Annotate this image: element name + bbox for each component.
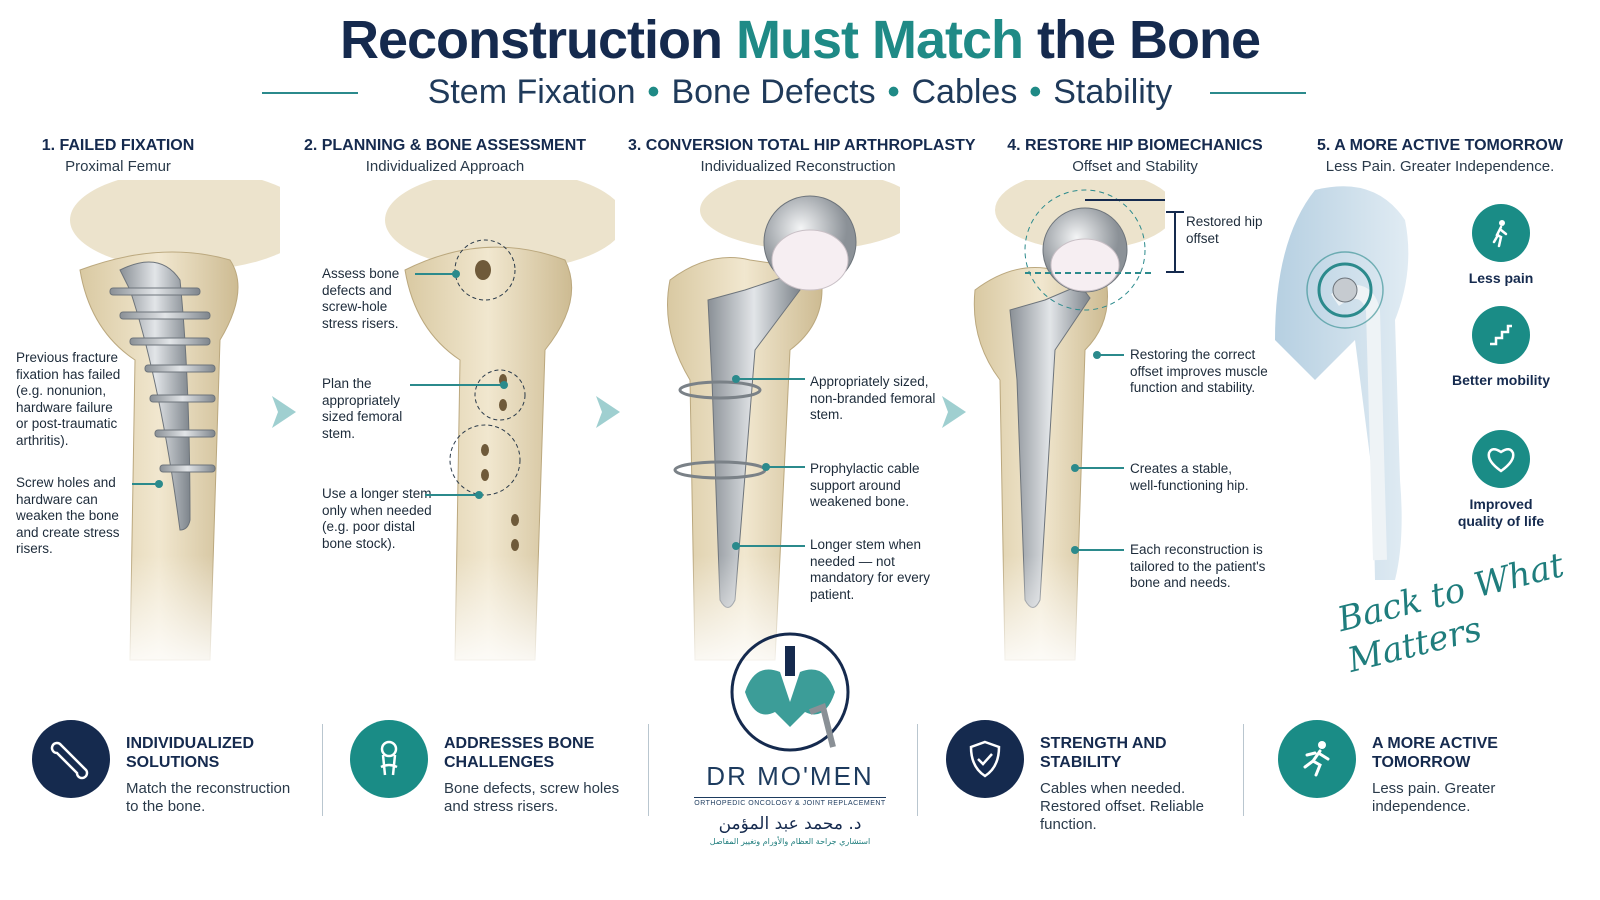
subtitle-item: Stability	[1053, 73, 1173, 111]
step-5-heading: 5. A MORE ACTIVE TOMORROW Less Pain. Gre…	[1300, 137, 1580, 175]
page-title: Reconstruction Must Match the Bone	[0, 8, 1600, 72]
chevron-right-icon	[596, 396, 620, 428]
divider	[322, 724, 323, 816]
annotation-longer-stem: Use a longer stem only when needed (e.g.…	[322, 486, 432, 551]
pointer-line	[732, 375, 805, 383]
annotation-femoral-stem: Appropriately sized, non-branded femoral…	[810, 374, 936, 422]
logo-arabic-name: د. محمد عبد المؤمن	[718, 814, 862, 834]
step-4-heading: 4. RESTORE HIP BIOMECHANICS Offset and S…	[990, 137, 1280, 175]
subtitle-dot: •	[647, 73, 660, 111]
feature-title: STRENGTH AND STABILITY	[1040, 735, 1167, 771]
feature-title: INDIVIDUALIZED SOLUTIONS	[126, 735, 254, 771]
step-subtitle: Individualized Reconstruction	[700, 158, 896, 175]
benefit-quality-of-life: Improved quality of life	[1451, 430, 1551, 530]
benefit-label: Better mobility	[1451, 372, 1550, 388]
bone-icon	[32, 720, 110, 798]
hip-joint-icon	[350, 720, 428, 798]
restored-hip-illustration	[965, 180, 1165, 680]
title-part-2: Must Match	[736, 10, 1024, 70]
subtitle-item: Bone Defects	[671, 73, 876, 111]
divider	[648, 724, 649, 816]
feature-title: ADDRESSES BONE CHALLENGES	[444, 735, 595, 771]
hip-stem-with-cables-illustration	[640, 180, 900, 680]
pelvis-logo-icon	[730, 632, 850, 752]
logo-tagline: ORTHOPEDIC ONCOLOGY & JOINT REPLACEMENT	[694, 797, 886, 807]
annotation-screw-holes: Screw holes and hardware can weaken the …	[16, 475, 120, 556]
annotation-failed-fixation: Previous fracture fixation has failed (e…	[16, 350, 121, 448]
annotation-cable-support: Prophylactic cable support around weaken…	[810, 461, 920, 509]
step-title: 4. RESTORE HIP BIOMECHANICS	[1007, 137, 1263, 154]
walking-person-icon	[1472, 204, 1530, 262]
pointer-line	[410, 381, 508, 389]
step-subtitle: Individualized Approach	[365, 158, 525, 175]
step-2-heading: 2. PLANNING & BONE ASSESSMENT Individual…	[300, 137, 590, 175]
subtitle-line-left	[262, 92, 358, 94]
pointer-line	[762, 463, 805, 471]
femur-assessment-illustration	[365, 180, 615, 680]
subtitle-item: Stem Fixation	[427, 73, 636, 111]
feature-text: Cables when needed. Restored offset. Rel…	[1040, 780, 1204, 833]
annotation-assess-defects: Assess bone defects and screw-hole stres…	[322, 266, 400, 331]
step-title: 2. PLANNING & BONE ASSESSMENT	[303, 137, 587, 154]
pointer-line	[132, 480, 163, 488]
heart-icon	[1472, 430, 1530, 488]
subtitle-item: Cables	[911, 73, 1018, 111]
annotation-stable-hip: Creates a stable, well-functioning hip.	[1130, 461, 1249, 493]
annotation-plan-stem: Plan the appropriately sized femoral ste…	[322, 376, 403, 441]
feature-text: Bone defects, screw holes and stress ris…	[444, 780, 620, 815]
pointer-line	[1071, 464, 1124, 472]
step-subtitle: Less Pain. Greater Independence.	[1325, 158, 1555, 175]
benefit-label: Improved quality of life	[1457, 496, 1545, 529]
running-person-icon	[1278, 720, 1356, 798]
offset-measure-icon	[1166, 211, 1184, 273]
title-part-3: the Bone	[1037, 10, 1261, 70]
step-title: 3. CONVERSION TOTAL HIP ARTHROPLASTY	[628, 137, 976, 154]
step-1-heading: 1. FAILED FIXATION Proximal Femur	[18, 137, 218, 175]
subtitle-row: Stem Fixation • Bone Defects • Cables • Stabil…	[0, 70, 1600, 114]
shield-check-icon	[946, 720, 1024, 798]
stairs-icon	[1472, 306, 1530, 364]
active-patient-figure-illustration	[1275, 186, 1409, 580]
divider	[917, 724, 918, 816]
benefit-better-mobility: Better mobility	[1451, 306, 1551, 389]
title-part-1: Reconstruction	[339, 10, 723, 70]
subtitle-dot: •	[887, 73, 900, 111]
divider	[1243, 724, 1244, 816]
pointer-line	[732, 542, 805, 550]
step-title: 5. A MORE ACTIVE TOMORROW	[1317, 137, 1563, 154]
pointer-line	[1071, 546, 1124, 554]
step-subtitle: Offset and Stability	[1072, 158, 1198, 175]
chevron-right-icon	[272, 396, 296, 428]
pointer-line	[425, 491, 483, 499]
step-title: 1. FAILED FIXATION	[41, 137, 195, 154]
logo-arabic-tagline: استشاري جراحة العظام والأورام وتغيير الم…	[709, 837, 871, 846]
pointer-line	[415, 270, 460, 278]
annotation-tailored: Each reconstruction is tailored to the p…	[1130, 542, 1266, 590]
benefit-label: Less pain	[1468, 270, 1534, 286]
feature-text: Less pain. Greater independence.	[1372, 780, 1496, 815]
step-3-heading: 3. CONVERSION TOTAL HIP ARTHROPLASTY Ind…	[628, 137, 976, 175]
benefit-less-pain: Less pain	[1451, 204, 1551, 287]
annotation-longer-stem-optional: Longer stem when needed — not mandatory …	[810, 537, 931, 602]
features-bar: INDIVIDUALIZED SOLUTIONS Match the recon…	[0, 712, 1600, 882]
subtitle-line-right	[1210, 92, 1306, 94]
feature-title: A MORE ACTIVE TOMORROW	[1372, 735, 1498, 771]
chevron-right-icon	[942, 396, 966, 428]
annotation-restoring-offset: Restoring the correct offset improves mu…	[1130, 347, 1268, 395]
pointer-line	[1093, 351, 1124, 359]
subtitle: Stem Fixation • Bone Defects • Cables • Stabil…	[0, 72, 1600, 112]
annotation-restored-offset: Restored hip offset	[1186, 214, 1263, 246]
logo-name: DR MO'MEN	[706, 761, 874, 791]
feature-text: Match the reconstruction to the bone.	[126, 780, 291, 815]
femur-with-plate-illustration	[40, 180, 280, 680]
step-subtitle: Proximal Femur	[65, 158, 171, 175]
subtitle-dot: •	[1029, 73, 1042, 111]
clinic-logo: DR MO'MEN ORTHOPEDIC ONCOLOGY & JOINT RE…	[690, 632, 890, 846]
